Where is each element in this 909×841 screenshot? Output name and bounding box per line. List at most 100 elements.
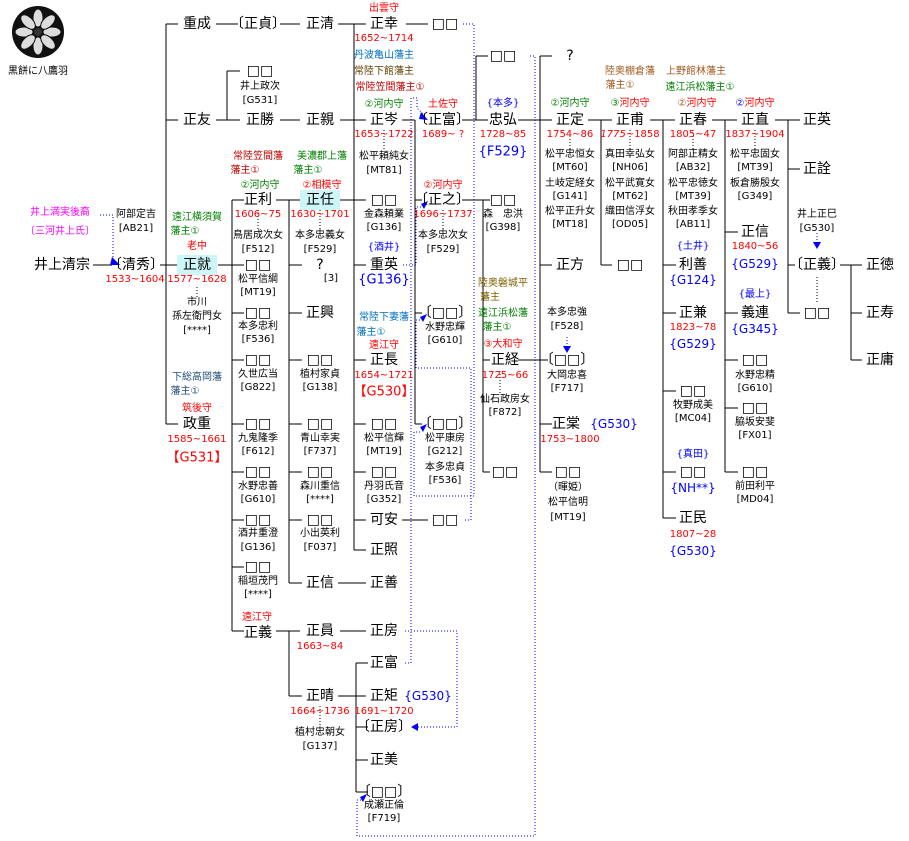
person-shigehide[interactable]: 重英 <box>370 257 398 273</box>
person-masakiyo[interactable]: 正清 <box>306 16 334 32</box>
person-daughter[interactable]: □□ <box>554 464 582 480</box>
years: 1805~47 <box>669 129 717 140</box>
spouse: 前田利平 <box>735 481 775 492</box>
person-masatomi-adopted[interactable]: 〔正富〕 <box>414 112 470 128</box>
person-masaharu[interactable]: 正晴 <box>306 688 334 704</box>
person-daughter[interactable]: □□ <box>370 416 398 432</box>
person-child[interactable]: □□ <box>489 48 517 64</box>
person-masaoki[interactable]: 正興 <box>306 305 334 321</box>
person-daughter[interactable]: □□ <box>244 464 272 480</box>
person-kiyomune[interactable]: 井上清宗 <box>34 257 90 273</box>
person-masasada2[interactable]: 正定 <box>556 112 584 128</box>
person-masanao[interactable]: 正直 <box>741 112 769 128</box>
person-child[interactable]: □□ <box>491 464 519 480</box>
person-unknown[interactable]: ? <box>316 257 324 273</box>
person-masatomo[interactable]: 正友 <box>183 112 211 128</box>
person-masayuki2[interactable]: 〔正之〕 <box>414 192 470 208</box>
person-masanaga[interactable]: 正長 <box>370 352 398 368</box>
person-masahisa[interactable]: 正寿 <box>866 305 894 321</box>
person-daughter[interactable]: □□ <box>244 559 272 575</box>
person-daughter[interactable]: □□ <box>741 352 769 368</box>
person-daughter[interactable]: 〔□□〕 <box>539 352 595 368</box>
person-daughter[interactable]: □□ <box>370 464 398 480</box>
person-daughter[interactable]: □□ <box>246 63 274 79</box>
person-daughter[interactable]: □□ <box>244 352 272 368</box>
genealogy-code: [F536] <box>241 334 275 345</box>
person-masatami[interactable]: 正民 <box>679 510 707 526</box>
office-title: 河内守 <box>744 98 775 109</box>
person-daughter[interactable]: □□ <box>244 305 272 321</box>
person-masashige[interactable]: 政重 <box>183 416 211 432</box>
person-masakatsu[interactable]: 正勝 <box>246 112 274 128</box>
person-masakazu[interactable]: 正員 <box>306 623 334 639</box>
person-masayoshi[interactable]: 正義 <box>244 625 272 641</box>
person-daughter[interactable]: □□ <box>679 383 707 399</box>
person-masatoshi[interactable]: 正利 <box>244 192 272 208</box>
person-masato[interactable]: 正任 <box>300 190 340 210</box>
person-masatoki[interactable]: 正詮 <box>803 161 831 177</box>
person-masayoshi2[interactable]: 正善 <box>370 575 398 591</box>
years: 1577~1628 <box>167 274 227 285</box>
person-daughter[interactable]: 〔□□〕 <box>417 305 473 321</box>
office-title: 河内守 <box>619 98 650 109</box>
person-child[interactable]: □□ <box>431 16 459 32</box>
person-daughter[interactable]: □□ <box>244 257 272 273</box>
years: 1585~1661 <box>167 434 227 445</box>
person-masanobu[interactable]: 正信 <box>306 575 334 591</box>
person-unknown[interactable]: ? <box>566 48 574 64</box>
person-masanori2[interactable]: 正徳 <box>866 257 894 273</box>
person-daughter[interactable]: □□ <box>370 192 398 208</box>
spouse: 織田信浮女 <box>605 206 655 217</box>
office: 筑後守 <box>182 403 212 414</box>
person-masayuki[interactable]: 正幸 <box>370 16 398 32</box>
person-daughter[interactable]: □□ <box>244 512 272 528</box>
person-masatsune2[interactable]: 正庸 <box>866 352 894 368</box>
genealogy-code: [F037] <box>303 542 337 553</box>
person-masasada[interactable]: 〔正貞〕 <box>230 16 286 32</box>
spouse: 鳥居成次女 <box>233 230 283 241</box>
person-daughter[interactable]: 〔□□〕 <box>417 416 473 432</box>
spouse: 板倉勝殷女 <box>730 178 780 189</box>
person-shigenari[interactable]: 重成 <box>183 16 211 32</box>
person-daughter[interactable]: □□ <box>741 464 769 480</box>
person-masahide[interactable]: 正英 <box>803 112 831 128</box>
person-masaharu-main[interactable]: 正春 <box>679 112 707 128</box>
person-tadahiro[interactable]: 忠弘 <box>489 112 517 128</box>
person-child[interactable]: □□ <box>803 305 831 321</box>
person-daughter[interactable]: □□ <box>244 416 272 432</box>
person-child[interactable]: □□ <box>616 257 644 273</box>
person-masataka[interactable]: 正棠 <box>552 416 580 432</box>
person-masami[interactable]: 正美 <box>370 752 398 768</box>
person-toshiyoshi[interactable]: 利善 <box>679 257 707 273</box>
office-number: ② <box>735 98 745 109</box>
person-daughter[interactable]: 〔□□〕 <box>356 784 412 800</box>
person-masatsune[interactable]: 正経 <box>491 352 519 368</box>
person-masamine[interactable]: 正岑 <box>370 112 398 128</box>
person-daughter[interactable]: □□ <box>306 352 334 368</box>
person-kiyohide[interactable]: 〔清秀〕 <box>108 257 164 273</box>
person-daughter[interactable]: □□ <box>306 416 334 432</box>
person-masafusa-adopted[interactable]: 〔正房〕 <box>356 719 412 735</box>
person-masaaki[interactable]: 正照 <box>370 542 398 558</box>
person-daughter[interactable]: □□ <box>741 400 769 416</box>
person-daughter[interactable]: □□ <box>489 192 517 208</box>
person-masatomi[interactable]: 正富 <box>370 655 398 671</box>
person-child[interactable]: □□ <box>431 512 459 528</box>
person-daughter[interactable]: □□ <box>306 512 334 528</box>
person-masakane[interactable]: 正兼 <box>679 305 707 321</box>
person-masanori[interactable]: 正矩 <box>370 688 398 704</box>
person-masafusa[interactable]: 正房 <box>370 623 398 639</box>
person-masakata[interactable]: 正方 <box>556 257 584 273</box>
person-masachika[interactable]: 正親 <box>306 112 334 128</box>
spouse: 小出英利 <box>300 528 340 539</box>
person-masamoto[interactable]: 正甫 <box>616 112 644 128</box>
spouse: 孫左衛門女 <box>172 311 222 322</box>
person-kayasu[interactable]: 可安 <box>370 512 398 528</box>
person-masanobu-b[interactable]: 正信 <box>741 224 769 240</box>
person-yoshitsura[interactable]: 義連 <box>741 305 769 321</box>
genealogy-code: {G530} <box>590 417 638 431</box>
person-daughter[interactable]: □□ <box>306 464 334 480</box>
person-masanari[interactable]: 正就 <box>177 255 217 275</box>
person-masayoshi-adopted[interactable]: 〔正義〕 <box>789 257 845 273</box>
person-child[interactable]: □□ <box>679 464 707 480</box>
